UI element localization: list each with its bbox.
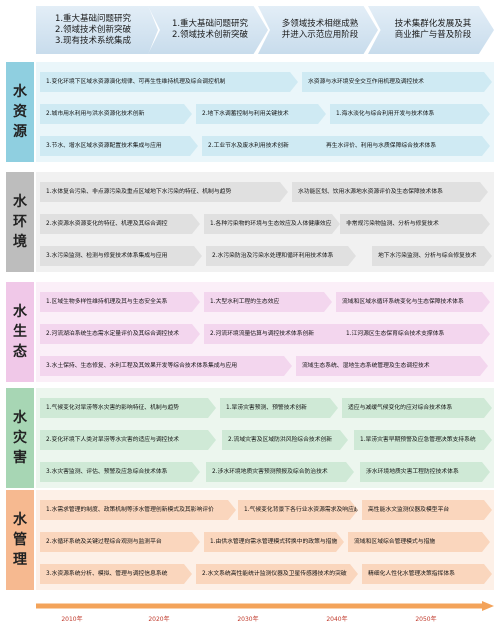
- roadmap-item: 3.节水、增水区域水资源配置技术集成与应用: [40, 136, 198, 156]
- roadmap-item: 精细化人性化水管理决策指挥体系: [362, 564, 492, 584]
- roadmap-item: 涉水环境地质灾害工程防控技术体系: [360, 462, 490, 482]
- roadmap-item: 1.水体复合污染、非点源污染及重点区域地下水污染的特征、机制与趋势: [40, 182, 288, 202]
- roadmap-item: 地下水污染监测、分析与综合修复技术: [372, 246, 492, 266]
- roadmap-item: 2.地下水调蓄控制与利用关键技术: [196, 104, 326, 124]
- roadmap-item: 2.河流湖泊系统生态需水定量评价及其综合调控技术: [40, 324, 200, 344]
- roadmap-item: 流域和区域综合管理模式与措施: [348, 532, 490, 552]
- roadmap-item: 2.河流环境流量估算与调控技术体系创新: [204, 324, 354, 344]
- roadmap-item: 1.水需求管理的制度、政策机制等涉水管理创新模式及其影响评价: [40, 500, 236, 520]
- roadmap-item: 2.水污染防治及污染水处理和循环利用技术体系: [206, 246, 356, 266]
- timeline-arrow: [36, 601, 494, 611]
- roadmap-item: 再生水评价、利用与水质保障综合技术体系: [320, 136, 490, 156]
- roadmap-item: 2.变化环境下人类对旱涝等水灾害的适应与调控技术: [40, 430, 216, 450]
- phase-header: 1.重大基础问题研究 2.领域技术创新突破: [148, 6, 268, 54]
- roadmap-item: 非常规污染物监测、分析与修复技术: [340, 214, 490, 234]
- roadmap-item: 1.海水淡化与综合利用开发与技术体系: [330, 104, 490, 124]
- roadmap-item: 1.区域生物多样性维持机理及其与生态安全关系: [40, 292, 200, 312]
- roadmap-item: 3.水灾害监测、评估、预警及应急综合技术体系: [40, 462, 200, 482]
- category-label: 水 灾 害: [6, 388, 34, 488]
- timeline-year-label: 2010年: [61, 616, 83, 623]
- category-label: 水 生 态: [6, 282, 34, 382]
- category-label: 水 环 境: [6, 172, 34, 272]
- roadmap-item: 2.工业节水及废水利用技术创新: [202, 136, 348, 156]
- roadmap-item: 2.城市用水利用与洪水资源化技术创新: [40, 104, 192, 124]
- roadmap-item: 3.水土保持、生态修复、水利工程及其效果开发等综合技术体系集成与应用: [40, 356, 292, 376]
- category-label: 水 管 理: [6, 490, 34, 590]
- timeline-year-label: 2030年: [237, 616, 259, 623]
- roadmap-item: 1.由供水管理向需水管理模式转换中的政策与措施: [204, 532, 344, 552]
- roadmap-item: 2.水资源水资源变化的特征、机理及其综合调控: [40, 214, 200, 234]
- roadmap-item: 3.水资源系统分析、模拟、管理与调控信息系统: [40, 564, 192, 584]
- roadmap-item: 高性能水文监测仪器及模型平台: [362, 500, 492, 520]
- timeline-year-label: 2020年: [148, 616, 170, 623]
- roadmap-item: 适应与减缓气候变化的应对综合技术体系: [342, 398, 492, 418]
- roadmap-item: 3.水污染监测、检测与修复技术体系集成与应用: [40, 246, 202, 266]
- roadmap-item: 2.水循环系统及关键过程综合观测与监测平台: [40, 532, 200, 552]
- roadmap-item: 1.气候变化背景下各行业水资源需求及响应趋势: [238, 500, 358, 520]
- phase-header: 1.重大基础问题研究 2.领域技术创新突破 3.现有技术系统集成: [36, 6, 158, 54]
- roadmap-item: 1.变化环境下区域水资源演化规律、可再生性维持机理及综合调控机制: [40, 72, 298, 92]
- roadmap-item: 2.涉水环境地质灾害预测预报及综合防治技术: [206, 462, 354, 482]
- roadmap-item: 1.旱涝灾害早期预警及应急管理决策支持系统: [354, 430, 492, 450]
- roadmap-item: 1.旱涝灾害预测、预警技术创新: [220, 398, 338, 418]
- roadmap-item: 流域和区域水循环系统变化与生态保障技术体系: [336, 292, 490, 312]
- roadmap-item: 1.气候变化对旱涝等水灾害的影响特征、机制与趋势: [40, 398, 216, 418]
- phase-header: 技术集群化发展及其 商业推广与普及阶段: [368, 6, 494, 54]
- roadmap-item: 水资源与水环境安全交互作用机理及调控技术: [302, 72, 492, 92]
- timeline-year-label: 2040年: [326, 616, 348, 623]
- roadmap-item: 2.水文系统高性能统计监测仪器及卫星传感器技术的突破: [196, 564, 358, 584]
- roadmap-item: 流域生态系统、湿地生态系统管理及生态调控技术: [296, 356, 488, 376]
- roadmap-item: 1.各种污染物的环境与生态效应及人体健康效应: [204, 214, 340, 234]
- timeline-year-label: 2050年: [415, 616, 437, 623]
- roadmap-item: 水功能区划、饮用水源地水资源评价及生态保障技术体系: [292, 182, 488, 202]
- roadmap-item: 1.大型水利工程的生态效应: [204, 292, 332, 312]
- roadmap-item: 1.江河源区生态保育综合技术支撑体系: [340, 324, 490, 344]
- roadmap-item: 2.流域灾害及区域防洪风险综合技术创新: [222, 430, 348, 450]
- phase-header: 多领域技术相继成熟 并进入示范应用阶段: [258, 6, 378, 54]
- category-label: 水 资 源: [6, 62, 34, 162]
